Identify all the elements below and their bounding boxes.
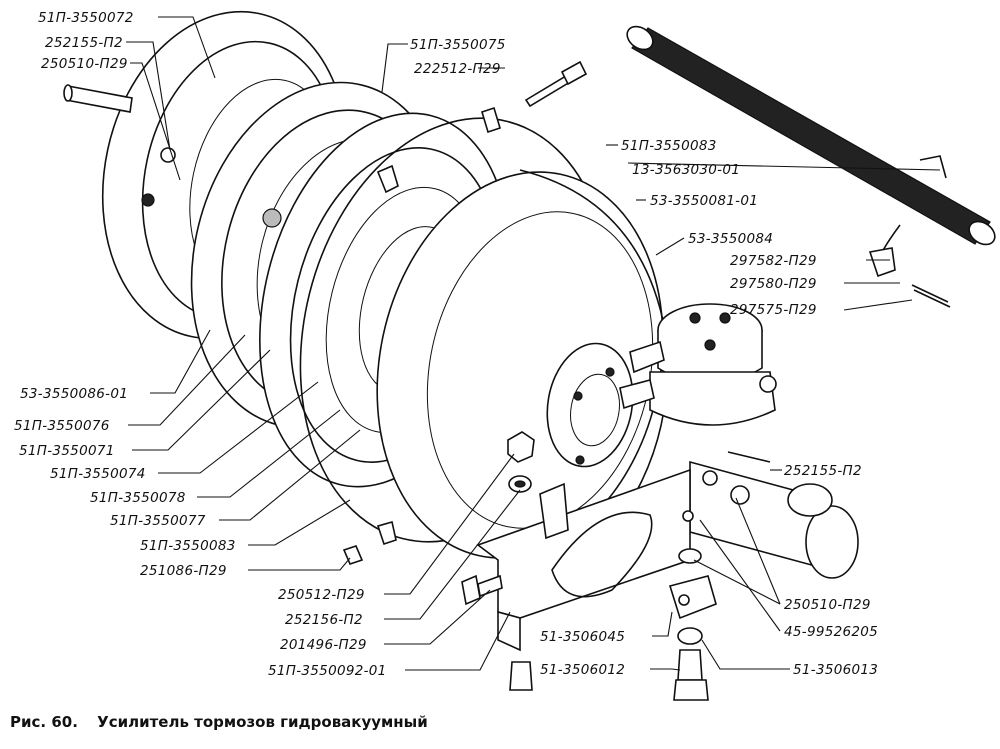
label-51p-3550071: 51П-3550071 <box>19 443 115 459</box>
label-201496-p29: 201496-П29 <box>280 637 367 653</box>
bottom-fittings <box>509 548 717 701</box>
label-252156-p2: 252156-П2 <box>285 612 363 628</box>
label-51-3506045: 51-3506045 <box>540 629 625 645</box>
label-51p-3550074: 51П-3550074 <box>50 466 146 482</box>
part-labels: 51П-3550072 252155-П2 250510-П29 51П-355… <box>14 10 878 679</box>
bracket-bolt <box>461 574 503 606</box>
label-45-99526205: 45-99526205 <box>784 624 878 640</box>
label-251086-p29: 251086-П29 <box>140 563 227 579</box>
label-51p-3550083-bottom: 51П-3550083 <box>140 538 236 554</box>
label-297580-p29: 297580-П29 <box>730 276 817 292</box>
figure-caption: Рис. 60. Усилитель тормозов гидровакуумн… <box>10 713 428 731</box>
label-252155-p2-right: 252155-П2 <box>784 463 862 479</box>
caption-title: Усилитель тормозов гидровакуумный <box>97 713 428 731</box>
mounting-bracket <box>476 468 694 652</box>
label-250510-p29-right: 250510-П29 <box>784 597 871 613</box>
svg-text:Рис. 60. Усилитель тормо: Рис. 60. Усилитель тормозов гидровакуумн… <box>10 713 428 731</box>
label-250512-p29: 250512-П29 <box>278 587 365 603</box>
label-51p-3550075: 51П-3550075 <box>410 37 506 53</box>
label-222512-p29: 222512-П29 <box>414 61 501 77</box>
label-53-3550084: 53-3550084 <box>688 231 773 247</box>
vacuum-hose-stub <box>63 84 133 113</box>
label-53-3550086-01: 53-3550086-01 <box>20 386 128 402</box>
mounting-flange <box>546 342 634 468</box>
label-250510-p29-top: 250510-П29 <box>41 56 128 72</box>
label-51-3506013: 51-3506013 <box>793 662 878 678</box>
label-297582-p29: 297582-П29 <box>730 253 817 269</box>
label-51p-3550092-01: 51П-3550092-01 <box>268 663 387 679</box>
caption-prefix: Рис. 60. <box>10 713 78 731</box>
label-51p-3550078: 51П-3550078 <box>90 490 186 506</box>
air-cleaner-tube <box>626 25 996 278</box>
label-51p-3550076: 51П-3550076 <box>14 418 110 434</box>
label-51p-3550077: 51П-3550077 <box>110 513 206 529</box>
nut-and-washer <box>342 431 535 565</box>
leader-lines <box>126 16 941 671</box>
label-297575-p29: 297575-П29 <box>730 302 817 318</box>
bolt-top-part <box>524 60 588 108</box>
label-51-3506012: 51-3506012 <box>540 662 625 678</box>
cotter-pin-part <box>911 284 951 308</box>
label-13-3563030-01: 13-3563030-01 <box>632 162 740 178</box>
label-51p-3550072: 51П-3550072 <box>38 10 134 26</box>
control-valve-assembly <box>619 303 777 426</box>
label-51p-3550083-top: 51П-3550083 <box>621 138 717 154</box>
label-252155-p2-top: 252155-П2 <box>45 35 123 51</box>
label-53-3550081-01: 53-3550081-01 <box>650 193 758 209</box>
